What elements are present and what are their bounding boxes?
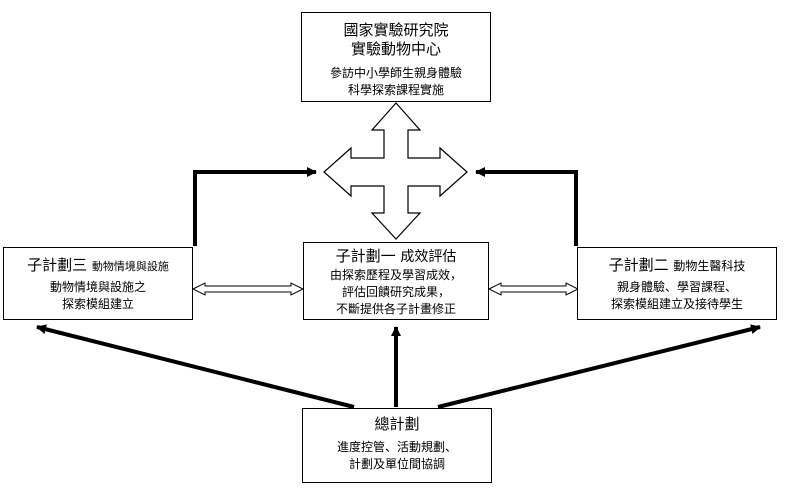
top-desc-line2: 科學探索課程實施	[347, 83, 444, 97]
left-title: 子計劃三 動物情境與設施	[4, 256, 192, 276]
right-desc-line2: 探索模組建立及接待學生	[610, 297, 743, 311]
left-title-main: 子計劃三	[27, 256, 88, 274]
double-arrow-left	[191, 282, 305, 296]
top-title-line2: 實驗動物中心	[350, 40, 441, 58]
connector-right-elbow	[475, 167, 578, 246]
bottom-desc-line1: 進度控管、活動規劃、	[336, 440, 457, 454]
right-title-sub: 動物生醫科技	[673, 259, 746, 273]
bottom-title: 總計劃	[374, 415, 420, 433]
left-node: 子計劃三 動物情境與設施 動物情境與設施之 探索模組建立	[3, 247, 193, 320]
left-desc-line1: 動物情境與設施之	[49, 280, 146, 294]
top-node: 國家實驗研究院 實驗動物中心 參訪中小學師生親身體驗 科學探索課程實施	[301, 12, 491, 102]
top-desc-line1: 參訪中小學師生親身體驗	[329, 66, 462, 80]
double-arrow-right	[487, 282, 580, 296]
center-title-main: 子計劃一	[335, 247, 396, 265]
bottom-node: 總計劃 進度控管、活動規劃、 計劃及單位間協調	[302, 408, 492, 483]
center-title: 子計劃一 成效評估	[304, 247, 488, 267]
top-title-line1: 國家實驗研究院	[343, 21, 449, 39]
bottom-desc-line2: 計劃及單位間協調	[348, 457, 445, 471]
center-desc-line2: 評估回饋研究成果，	[341, 285, 450, 299]
center-title-sub: 成效評估	[400, 249, 457, 265]
arrow-master-to-left	[36, 324, 355, 409]
four-way-arrow	[323, 102, 468, 240]
left-title-sub: 動物情境與設施	[91, 260, 169, 273]
arrow-master-to-right	[437, 324, 761, 409]
center-desc-line3: 不斷提供各子計畫修正	[335, 302, 456, 316]
connector-left-elbow	[193, 167, 317, 246]
center-desc-line1: 由探索歷程及學習成效，	[329, 268, 462, 282]
right-node: 子計劃二 動物生醫科技 親身體驗、學習課程、 探索模組建立及接待學生	[577, 247, 777, 320]
right-title-main: 子計劃二	[608, 256, 669, 274]
center-node: 子計劃一 成效評估 由探索歷程及學習成效， 評估回饋研究成果， 不斷提供各子計畫…	[303, 242, 489, 320]
right-title: 子計劃二 動物生醫科技	[578, 256, 776, 276]
right-desc-line1: 親身體驗、學習課程、	[616, 280, 737, 294]
left-desc-line2: 探索模組建立	[61, 297, 134, 311]
